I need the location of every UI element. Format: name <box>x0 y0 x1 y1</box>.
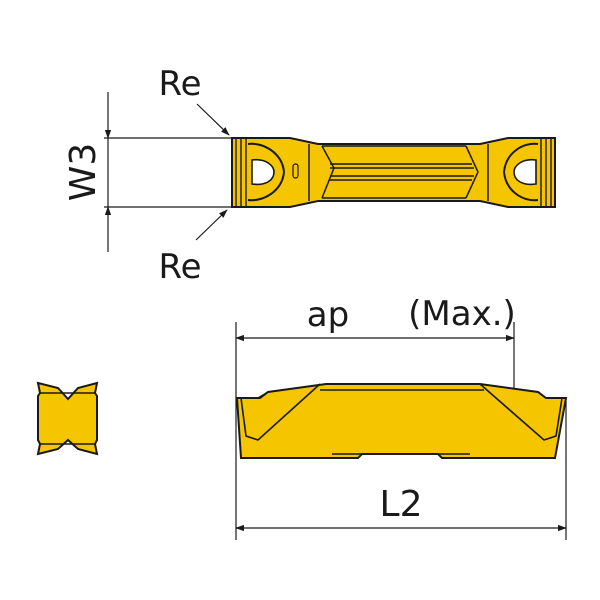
top-view-left-pocket-inner <box>251 158 275 186</box>
top-view-right-pocket <box>502 142 539 202</box>
end-view <box>36 381 99 456</box>
side-view-edges <box>240 383 563 455</box>
re-top-leader <box>196 103 230 136</box>
top-view-center-grooves <box>308 144 489 201</box>
re-bottom-leader <box>195 209 228 241</box>
l2-label: L2 <box>380 484 423 525</box>
top-view-slot-mark <box>292 163 299 179</box>
re-top-label: Re <box>158 64 201 104</box>
insert-top-view-body <box>231 137 556 208</box>
top-view-right-pocket-inner <box>513 158 537 186</box>
top-view-left-pocket <box>247 142 286 202</box>
re-bottom-label: Re <box>158 247 201 287</box>
top-view: W3 Re Re <box>63 64 556 287</box>
w3-label: W3 <box>63 143 104 202</box>
ap-label: ap <box>307 295 349 335</box>
side-view: ap (Max.) L2 <box>235 294 568 540</box>
insert-end-view-body <box>36 381 99 456</box>
top-view-side-serrations <box>235 139 552 206</box>
max-label: (Max.) <box>408 294 516 334</box>
insert-side-view-body <box>235 383 568 459</box>
